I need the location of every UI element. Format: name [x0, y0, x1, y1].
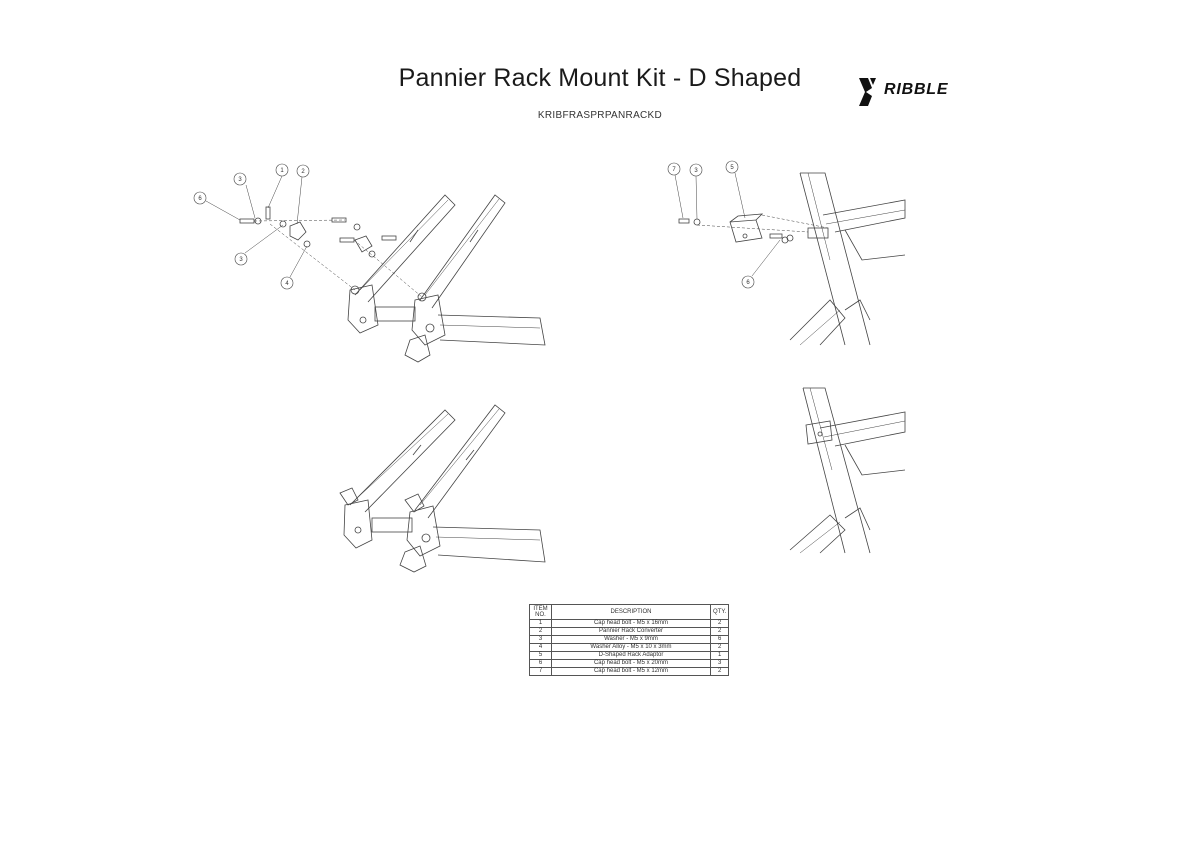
view-assembled-dropouts [339, 404, 546, 573]
callout-1: 1 [280, 168, 284, 174]
table-row: 2 Pannier Rack Converter 2 [529, 627, 730, 636]
callout-6b: 6 [746, 280, 750, 286]
callout-3: 3 [238, 177, 242, 183]
bom-item: 3 [529, 635, 552, 644]
bom-description: D-Shaped Rack Adaptor [551, 651, 711, 660]
callout-3c: 3 [694, 168, 698, 174]
table-row: 4 Washer Alloy - M5 x 10 x 3mm 2 [529, 643, 730, 652]
bom-qty: 2 [709, 627, 730, 636]
bom-item: 2 [529, 627, 552, 636]
bom-item: 6 [529, 659, 552, 668]
bom-item: 7 [529, 667, 552, 676]
callout-7: 7 [672, 167, 676, 173]
bill-of-materials: ITEM NO. DESCRIPTION QTY. 1 Cap head bol… [529, 604, 730, 676]
logo-text: RIBBLE [884, 81, 949, 98]
bom-qty: 2 [709, 643, 730, 652]
ribble-logo-icon [859, 78, 876, 106]
bom-item: 4 [529, 643, 552, 652]
bom-qty: 2 [709, 667, 730, 676]
bom-description: Washer Alloy - M5 x 10 x 3mm [551, 643, 711, 652]
bom-qty: 6 [709, 635, 730, 644]
callout-6: 6 [198, 196, 202, 202]
view-exploded-seat-tube [667, 160, 906, 346]
drawing-title: Pannier Rack Mount Kit - D Shaped [398, 64, 802, 92]
view-assembled-seat-tube [789, 387, 906, 554]
callout-2: 2 [301, 169, 305, 175]
bom-item: 1 [529, 619, 552, 628]
bom-description: Cap head bolt - M5 x 20mm [551, 659, 711, 668]
view-exploded-dropouts [193, 163, 546, 363]
callout-4: 4 [285, 281, 289, 287]
bom-description: Washer - M5 x 9mm [551, 635, 711, 644]
bom-qty: 2 [709, 619, 730, 628]
table-row: 7 Cap head bolt - M5 x 12mm 2 [529, 667, 730, 676]
callout-5: 5 [730, 165, 734, 171]
bom-description: Cap head bolt - M5 x 12mm [551, 667, 711, 676]
bom-description: Pannier Rack Converter [551, 627, 711, 636]
callout-3b: 3 [239, 257, 243, 263]
bom-header-qty: QTY. [709, 604, 730, 620]
table-row: 3 Washer - M5 x 9mm 6 [529, 635, 730, 644]
bom-qty: 3 [709, 659, 730, 668]
ribble-logo: RIBBLE [856, 76, 976, 108]
bom-description: Cap head bolt - M5 x 16mm [551, 619, 711, 628]
bom-item: 5 [529, 651, 552, 660]
table-row: 6 Cap head bolt - M5 x 20mm 3 [529, 659, 730, 668]
bom-header-row: ITEM NO. DESCRIPTION QTY. [529, 604, 730, 620]
bom-qty: 1 [709, 651, 730, 660]
part-number: KRIBFRASPRPANRACKD [537, 110, 663, 121]
table-row: 5 D-Shaped Rack Adaptor 1 [529, 651, 730, 660]
table-row: 1 Cap head bolt - M5 x 16mm 2 [529, 619, 730, 628]
bom-header-description: DESCRIPTION [551, 604, 711, 620]
bom-header-item: ITEM NO. [529, 604, 552, 620]
